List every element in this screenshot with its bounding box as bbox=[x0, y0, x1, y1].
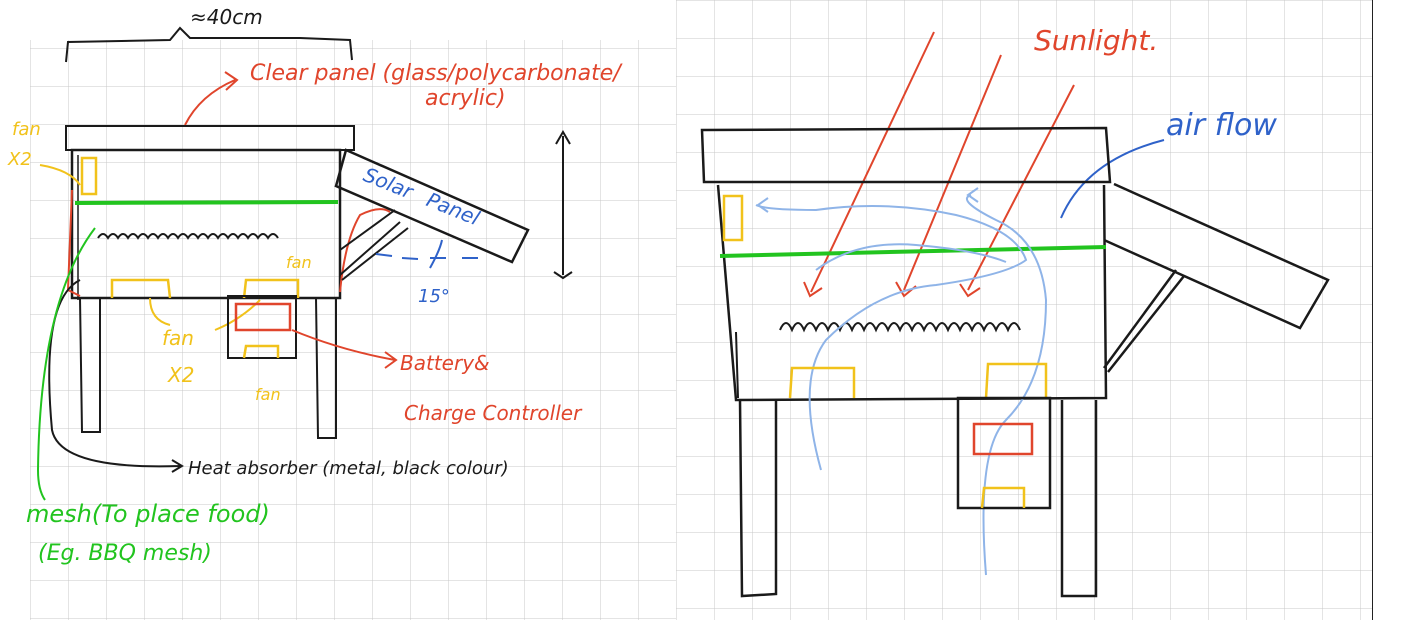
clear-panel-label-1: Clear panel (glass/polycarbonate/ bbox=[250, 61, 623, 86]
air-flow-arrow-1 bbox=[756, 197, 769, 213]
battery bbox=[972, 422, 1034, 456]
width-brace bbox=[65, 26, 353, 63]
fan-x2-label-d: X2 bbox=[167, 363, 194, 387]
air-flow-label: air flow bbox=[1166, 108, 1277, 143]
bottom-fan-right bbox=[984, 362, 1048, 399]
battery-housing bbox=[227, 295, 297, 359]
mesh-label-1: mesh(To place food) bbox=[26, 500, 270, 528]
right-sketch-panel: Sunlight. air flow bbox=[676, 0, 1373, 620]
side-fan bbox=[722, 194, 744, 242]
fan-top-label: fan bbox=[286, 253, 312, 272]
left-sketch-panel: ≈40cm Clear panel (glass/polycarbonate/ … bbox=[0, 0, 676, 620]
bottom-fan-left bbox=[788, 366, 856, 399]
left-leg bbox=[79, 297, 101, 433]
air-flow-path-2 bbox=[965, 194, 1048, 576]
solar-panel bbox=[334, 148, 530, 264]
solar-panel bbox=[1103, 182, 1330, 330]
height-arrow bbox=[553, 130, 573, 280]
air-flow-path-1 bbox=[755, 204, 1028, 471]
angle-label: 15° bbox=[418, 286, 450, 307]
battery-fan bbox=[242, 344, 280, 359]
solar-panel-support bbox=[1102, 269, 1185, 373]
fan-bottom-label: fan bbox=[255, 385, 281, 404]
heat-absorber-pointer bbox=[48, 279, 184, 473]
left-sketch-drawing: ≈40cm Clear panel (glass/polycarbonate/ … bbox=[7, 5, 676, 620]
fan-label-pointer bbox=[39, 164, 81, 186]
food-mesh bbox=[74, 200, 339, 205]
chamber-inner-line bbox=[735, 331, 739, 399]
solar-panel-support bbox=[339, 209, 409, 281]
right-leg bbox=[1060, 400, 1098, 598]
drying-chamber bbox=[716, 184, 1108, 402]
battery-label-1: Battery& bbox=[400, 351, 490, 375]
fan-x2-label-c: fan bbox=[162, 326, 194, 350]
heat-absorber bbox=[97, 233, 279, 240]
mesh-label-2: (Eg. BBQ mesh) bbox=[38, 541, 212, 566]
fan-x2-label-a: fan bbox=[12, 119, 41, 140]
angle-mark bbox=[375, 239, 478, 269]
clear-panel bbox=[700, 126, 1112, 184]
sun-ray-1 bbox=[803, 31, 935, 298]
air-flow-path-3 bbox=[815, 243, 1007, 271]
bottom-fan-right bbox=[242, 278, 300, 299]
clear-panel-label-2: acrylic) bbox=[425, 86, 506, 111]
right-leg bbox=[315, 297, 337, 439]
bottom-fan-left bbox=[110, 278, 172, 299]
air-flow-pointer bbox=[1060, 139, 1165, 219]
right-sketch-drawing: Sunlight. air flow bbox=[676, 0, 1372, 620]
air-flow-arrow-2 bbox=[966, 187, 979, 203]
mesh-pointer bbox=[36, 227, 96, 501]
battery-housing bbox=[956, 396, 1052, 510]
battery-fan bbox=[980, 486, 1026, 509]
food-mesh bbox=[719, 245, 1107, 258]
battery bbox=[234, 302, 292, 332]
heat-absorber-label: Heat absorber (metal, black colour) bbox=[188, 458, 509, 479]
grid-background bbox=[676, 0, 1372, 620]
left-leg bbox=[738, 399, 778, 598]
width-label: ≈40cm bbox=[190, 5, 263, 29]
drying-chamber bbox=[70, 148, 342, 300]
sunlight-label: Sunlight. bbox=[1034, 24, 1158, 57]
fan-x2-label-b: X2 bbox=[7, 149, 32, 170]
battery-label-2: Charge Controller bbox=[404, 401, 583, 425]
heat-absorber bbox=[779, 322, 1021, 333]
side-fan bbox=[80, 156, 98, 196]
clear-panel-arrow bbox=[184, 71, 239, 126]
battery-arrow bbox=[291, 329, 398, 369]
